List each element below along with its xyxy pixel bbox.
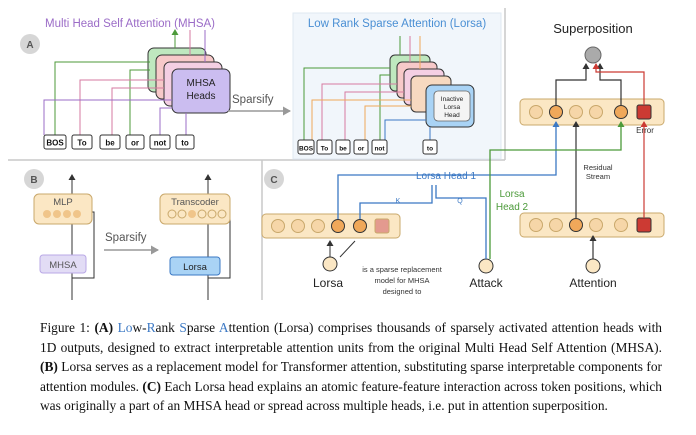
lorsa-head-1-path xyxy=(337,121,560,259)
lorsa-head-1-label: Lorsa Head 1 xyxy=(416,171,476,182)
bottom-left-nodes xyxy=(271,218,390,234)
token-label: or xyxy=(131,139,139,148)
figure-caption: Figure 1: (A) Low-Rank Sparse Attention … xyxy=(40,318,662,416)
badge-a-label: A xyxy=(26,40,33,51)
inactive-line1: Inactive xyxy=(441,96,464,103)
k-label: K xyxy=(396,198,401,205)
caption-ank: ank xyxy=(155,320,180,335)
lorsa-box-b xyxy=(169,256,221,276)
caption-label: Figure 1: xyxy=(40,320,95,335)
transcoder-label: Transcoder xyxy=(171,197,219,208)
superposition-label: Superposition xyxy=(553,21,633,36)
caption-s: S xyxy=(179,320,187,335)
mhsa-label-b: MHSA xyxy=(49,260,77,271)
token-label: not xyxy=(374,146,385,153)
token-label: to xyxy=(181,139,189,148)
token-box xyxy=(125,134,145,150)
badge-a xyxy=(20,34,40,54)
error-label: Error xyxy=(636,126,654,135)
lorsa-label-b: Lorsa xyxy=(183,262,207,273)
token-label: BOS xyxy=(46,139,64,148)
caption-r: R xyxy=(146,320,156,335)
note-line1: is a sparse replacement xyxy=(362,265,443,274)
lorsa-head-2-path xyxy=(489,121,625,259)
caption-a: A xyxy=(218,320,229,335)
token-box xyxy=(43,134,67,150)
lorsa-token-node xyxy=(322,256,338,272)
residual-line1: Residual xyxy=(583,163,613,172)
token-box xyxy=(353,139,369,155)
caption-b-mark: (B) xyxy=(40,359,58,374)
q-label: Q xyxy=(457,198,463,205)
panel-a: A Multi Head Self Attention (MHSA) MHSA … xyxy=(20,12,502,160)
caption-a-text: ttention (Lorsa) comprises thousands of … xyxy=(40,320,662,355)
token-box xyxy=(297,139,315,155)
mlp-label: MLP xyxy=(53,197,73,208)
inactive-line3: Head xyxy=(444,112,460,119)
token-label: not xyxy=(154,139,167,148)
token-label: or xyxy=(358,146,365,153)
mhsa-title: Multi Head Self Attention (MHSA) xyxy=(45,18,215,30)
inactive-line2: Lorsa xyxy=(444,104,461,111)
mhsa-token-row: BOS To be or not to xyxy=(43,134,195,150)
lorsa-token-label: Lorsa xyxy=(313,276,343,290)
token-box xyxy=(371,139,388,155)
note-line2: model for MHSA xyxy=(374,276,429,285)
caption-b-text: Lorsa serves as a replacement model for … xyxy=(40,359,662,394)
mhsa-heads-line1: MHSA xyxy=(187,78,216,89)
token-label: to xyxy=(427,146,433,153)
error-node-top xyxy=(636,104,652,120)
figure-diagram: A Multi Head Self Attention (MHSA) MHSA … xyxy=(8,8,665,300)
sparsify-label-b: Sparsify xyxy=(105,232,147,244)
token-box xyxy=(316,139,333,155)
token-label: be xyxy=(339,146,347,153)
error-node-bottom xyxy=(636,217,652,233)
caption-c-text: Each Lorsa head explains an atomic featu… xyxy=(40,378,662,414)
token-box xyxy=(149,134,171,150)
lorsa-token-row: BOS To be or not to xyxy=(297,139,438,155)
top-row-nodes xyxy=(529,104,652,120)
note-line3: designed to xyxy=(383,287,422,296)
bottom-right-nodes xyxy=(529,217,652,233)
token-label: To xyxy=(77,139,86,148)
badge-c-label: C xyxy=(270,175,277,186)
mhsa-wiring xyxy=(43,29,206,135)
lorsa-wiring xyxy=(303,36,431,143)
attention-token-node xyxy=(585,258,601,274)
panel-frames xyxy=(8,8,506,300)
lorsa-head-2-line2: Head 2 xyxy=(496,202,529,213)
token-label: be xyxy=(105,139,115,148)
lorsa-head-stack: Inactive Lorsa Head xyxy=(389,54,475,128)
mhsa-heads-line2: Heads xyxy=(187,91,216,102)
sparsify-label-a: Sparsify xyxy=(232,94,274,106)
attack-token-node xyxy=(478,258,494,274)
badge-c xyxy=(264,169,284,189)
token-box xyxy=(99,134,121,150)
superposition-node xyxy=(584,46,602,64)
token-box xyxy=(422,139,438,155)
mhsa-head-stack: MHSA Heads xyxy=(147,47,231,114)
token-box xyxy=(175,134,195,150)
caption-w-dash: w- xyxy=(132,320,147,335)
caption-a-mark: (A) xyxy=(94,320,114,335)
mhsa-heads-box xyxy=(171,68,231,114)
token-label: To xyxy=(321,146,328,153)
attack-token-label: Attack xyxy=(469,276,503,290)
residual-line2: Stream xyxy=(586,172,610,181)
token-label: BOS xyxy=(299,146,314,153)
badge-b xyxy=(24,169,44,189)
mhsa-box-b xyxy=(39,254,87,274)
panel-b: B MLP MHSA Sparsify Transcoder Lorsa xyxy=(24,169,231,300)
token-box xyxy=(71,134,93,150)
caption-lo: Lo xyxy=(117,320,133,335)
attention-token-label: Attention xyxy=(569,276,616,290)
caption-parse: parse xyxy=(186,320,219,335)
lorsa-head-2-line1: Lorsa xyxy=(499,189,524,200)
badge-b-label: B xyxy=(30,175,37,186)
token-box xyxy=(335,139,351,155)
panel-c: C Superposition Error Residual xyxy=(261,21,665,296)
caption-c-mark: (C) xyxy=(142,378,162,394)
lorsa-title: Low Rank Sparse Attention (Lorsa) xyxy=(308,18,487,30)
